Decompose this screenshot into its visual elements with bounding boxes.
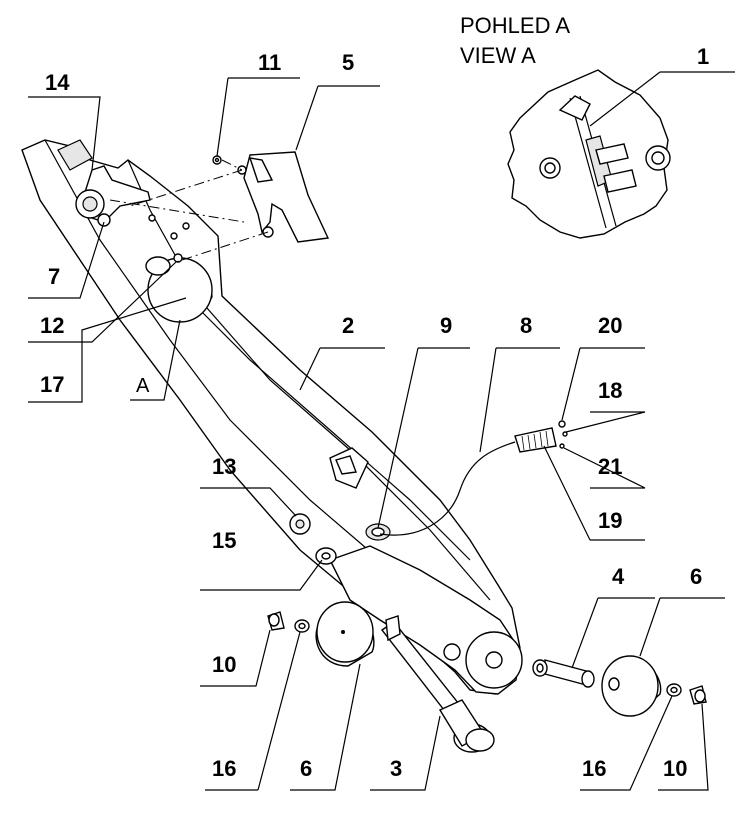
- callout-6-left: 6: [300, 756, 312, 781]
- view-title-en: VIEW A: [460, 43, 536, 68]
- callout-13: 13: [212, 454, 236, 479]
- callout-12: 12: [40, 313, 64, 338]
- callout-3: 3: [390, 756, 402, 781]
- callout-16-right: 16: [582, 756, 606, 781]
- callout-4: 4: [612, 564, 625, 589]
- view-title-cz: POHLED A: [460, 13, 570, 38]
- washer-part-15: [315, 547, 337, 565]
- wheel-left-part-6: [315, 601, 375, 667]
- callout-10-right: 10: [663, 756, 687, 781]
- callout-15: 15: [212, 528, 236, 553]
- callout-6-right: 6: [690, 564, 702, 589]
- callout-7: 7: [48, 264, 60, 289]
- spacer-part-4: [532, 659, 595, 688]
- bolt-right-part-10: [689, 685, 707, 705]
- axle-part-3: [380, 615, 495, 753]
- callout-5: 5: [342, 50, 354, 75]
- detail-view-a: [507, 69, 671, 239]
- washer-left-part-16: [294, 619, 310, 633]
- callout-1: 1: [697, 44, 709, 69]
- callout-18: 18: [598, 378, 622, 403]
- callout-17: 17: [40, 372, 64, 397]
- callout-19: 19: [598, 508, 622, 533]
- callout-21: 21: [598, 454, 622, 479]
- callout-labels: 14 11 5 1 7 12 17 2 9 8 20 18 21 13 19 1…: [40, 44, 709, 781]
- callout-2: 2: [342, 313, 354, 338]
- callout-11: 11: [258, 50, 281, 75]
- section-marker-a: A: [136, 375, 150, 397]
- callout-10-left: 10: [212, 652, 236, 677]
- cable-part-8: [379, 420, 568, 536]
- bolt-left-part-10: [267, 611, 285, 631]
- bushing-part-13: [289, 513, 311, 535]
- lever-part-14: [75, 165, 151, 227]
- callout-20: 20: [598, 313, 622, 338]
- washer-right-part-16: [666, 683, 682, 697]
- main-frame-part-2: [21, 139, 523, 695]
- wheel-right-part-6: [601, 655, 662, 717]
- callout-16-left: 16: [212, 756, 236, 781]
- screw-part-11: [212, 155, 222, 165]
- callout-14: 14: [45, 70, 70, 95]
- cover-part-5: [237, 151, 330, 243]
- callout-9: 9: [440, 313, 452, 338]
- callout-8: 8: [520, 313, 532, 338]
- leader-lines: [28, 71, 735, 791]
